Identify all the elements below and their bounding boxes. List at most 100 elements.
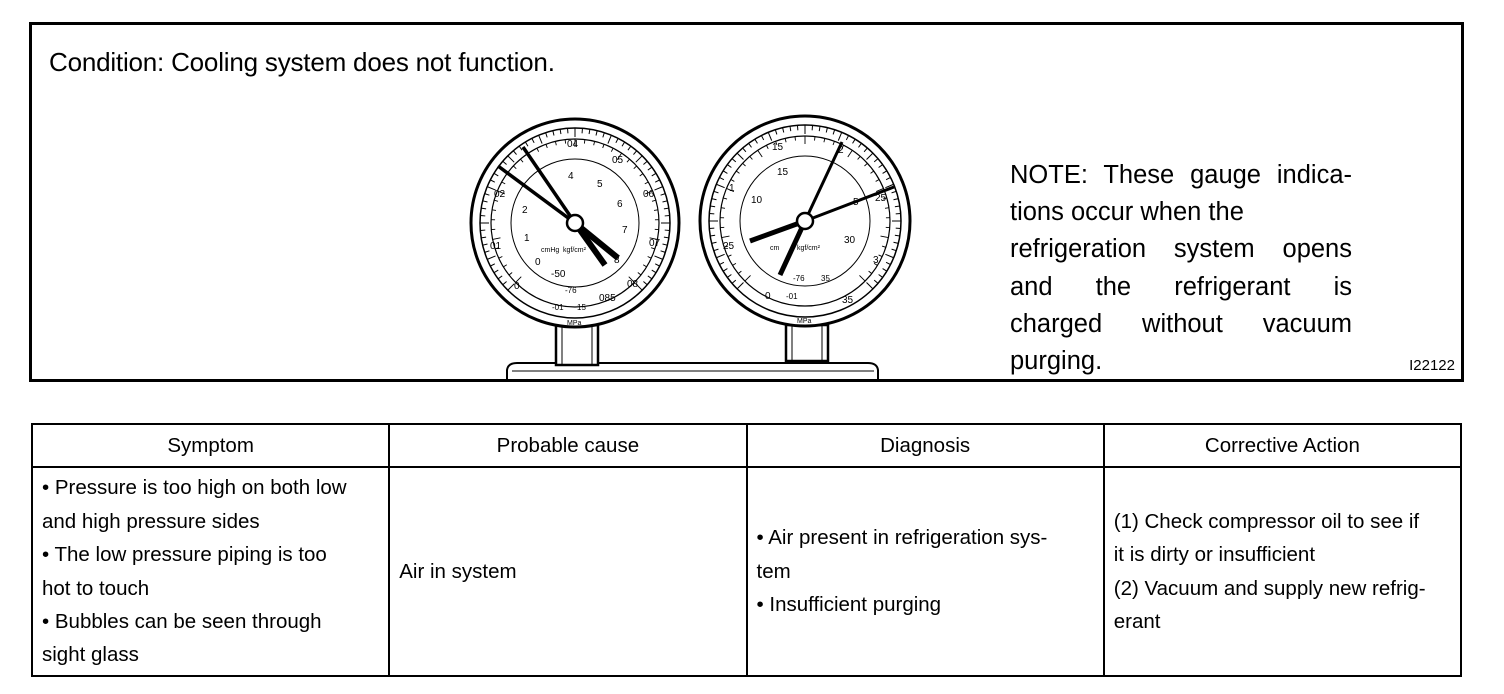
gauge-tick xyxy=(482,200,488,203)
note-line: purging. xyxy=(1010,347,1103,376)
gauge-tick xyxy=(873,262,878,266)
low-outer-label: 02 xyxy=(494,189,506,200)
gauge-tick xyxy=(502,281,507,286)
low-needle-pointer xyxy=(521,146,577,224)
figure-id: I22122 xyxy=(1409,357,1455,374)
gauge-tick xyxy=(607,135,612,144)
action-line: (2) Vacuum and supply new refrig- xyxy=(1113,576,1426,600)
gauge-tick xyxy=(870,170,875,174)
gauge-tick xyxy=(628,276,635,283)
gauge-tick xyxy=(484,193,490,196)
gauge-tick xyxy=(626,158,630,163)
low-inner-label: 4 xyxy=(568,171,574,182)
gauge-tick xyxy=(866,152,874,160)
gauge-tick xyxy=(647,275,653,280)
low-inner-label: 2 xyxy=(522,205,528,216)
gauge-tick xyxy=(730,179,735,182)
gauge-tick xyxy=(722,268,728,272)
note-line: NOTE: These gauge indica- xyxy=(1010,161,1352,189)
cell-probable-cause: Air in system xyxy=(388,466,748,677)
gauge-tick xyxy=(878,274,883,278)
low-outer-label: 06 xyxy=(643,189,655,200)
gauge-tick xyxy=(782,127,785,133)
gauge-tick xyxy=(616,152,623,161)
gauge-tick xyxy=(651,269,657,274)
low-outer-label: 085 xyxy=(599,293,616,304)
low-unit-label: kgf/cm² xyxy=(563,247,587,254)
gauge-tick xyxy=(490,263,496,267)
gauge-tick xyxy=(885,176,891,181)
gauge-tick xyxy=(857,156,861,160)
gauge-tick xyxy=(663,207,669,210)
gauge-tick xyxy=(719,176,725,181)
low-needle-pressure xyxy=(496,164,577,225)
gauge-tick xyxy=(710,205,716,208)
gauge-tick xyxy=(643,281,648,286)
gauge-tick xyxy=(713,248,719,252)
gauge-tick xyxy=(863,147,868,153)
gauge-tick xyxy=(885,183,894,189)
symptom-line: • Bubbles can be seen through xyxy=(42,609,322,633)
low-inner-label: -76 xyxy=(565,286,577,295)
gauge-tick xyxy=(864,162,868,167)
gauge-tick xyxy=(716,253,725,259)
gauge-tick xyxy=(891,190,897,194)
gauge-tick xyxy=(651,199,656,202)
gauge-tick xyxy=(595,130,598,136)
gauge-tick xyxy=(754,138,758,144)
manifold-bar xyxy=(506,362,879,379)
high-inner-label: 35 xyxy=(821,274,830,283)
gauge-tick xyxy=(775,141,778,146)
gauge-tick xyxy=(647,166,653,171)
gauge-tick xyxy=(497,190,505,195)
action-line: it is dirty or insufficient xyxy=(1113,543,1316,567)
high-inner-label: 15 xyxy=(777,167,789,178)
gauge-tick xyxy=(716,183,725,189)
gauge-tick xyxy=(832,129,836,135)
gauge-tick xyxy=(880,235,889,239)
gauge-tick xyxy=(545,132,548,138)
gauge-tick xyxy=(602,144,605,149)
header-diagnosis: Diagnosis xyxy=(745,423,1105,468)
gauge-tick xyxy=(635,155,643,163)
gauge-tick xyxy=(642,264,647,268)
high-inner-label: 25 xyxy=(723,241,735,252)
gauge-tick xyxy=(711,241,717,244)
gauge-tick xyxy=(845,135,850,141)
gauge-tick xyxy=(711,198,717,201)
gauge-tick xyxy=(736,282,744,290)
header-probable-cause: Probable cause xyxy=(388,423,748,468)
gauge-tick xyxy=(891,248,897,252)
note-line: tions occur when the xyxy=(1010,198,1244,227)
cell-corrective-action: (1) Check compressor oil to see if it is… xyxy=(1102,466,1463,677)
gauge-tick xyxy=(858,143,862,148)
low-inner-label: -50 xyxy=(551,269,566,280)
gauge-tick xyxy=(727,164,732,168)
gauge-tick xyxy=(481,236,487,239)
low-pressure-gauge: 02 04 05 06 07 08 085 01 0 2 4 5 6 7 8 1… xyxy=(469,117,681,367)
gauge-tick xyxy=(559,129,562,135)
gauge-tick xyxy=(484,250,490,253)
gauge-tick xyxy=(736,152,744,160)
low-outer-label: 04 xyxy=(567,139,579,150)
gauge-tick xyxy=(545,144,548,149)
gauge-tick xyxy=(494,247,500,250)
gauge-tick xyxy=(727,274,732,278)
gauge-tick xyxy=(610,147,614,152)
gauge-tick xyxy=(637,272,642,276)
gauge-tick xyxy=(621,141,626,147)
gauge-tick xyxy=(644,181,649,185)
gauge-tick xyxy=(823,138,826,143)
note-line: and the refrigerant is xyxy=(1010,272,1352,301)
gauge-tick xyxy=(724,245,729,248)
high-pressure-gauge: 1 2 25 3 35 0 15 5 10 15 25 30 35 -76 -0… xyxy=(698,114,912,363)
high-unit-prefix: cm xyxy=(770,245,780,252)
gauge-tick xyxy=(873,158,879,163)
gauge-tick xyxy=(498,256,503,259)
gauge-tick xyxy=(744,275,751,282)
troubleshooting-table: Symptom Probable cause Diagnosis Correct… xyxy=(30,423,1463,677)
high-outer-label: 2 xyxy=(838,145,844,156)
gauge-tick xyxy=(520,158,524,163)
gauge-tick xyxy=(882,268,888,272)
high-gauge-ticks xyxy=(709,125,901,290)
